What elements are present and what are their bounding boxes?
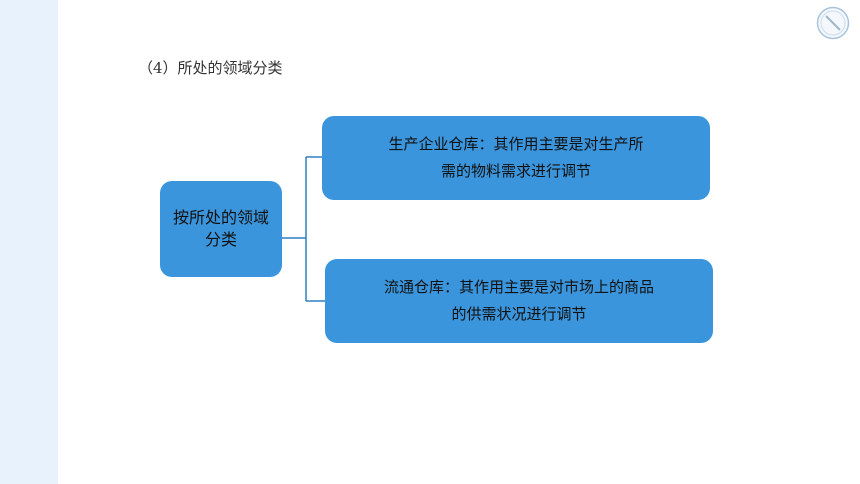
branch-node-production-warehouse: 生产企业仓库：其作用主要是对生产所 需的物料需求进行调节 <box>322 116 710 200</box>
circle-slash-logo-icon <box>816 6 850 40</box>
branch-node-2-line-1: 流通仓库：其作用主要是对市场上的商品 <box>383 278 654 296</box>
root-node-line-1: 按所处的领域 <box>172 208 269 227</box>
left-side-strip <box>0 0 58 484</box>
branch-node-circulation-warehouse: 流通仓库：其作用主要是对市场上的商品 的供需状况进行调节 <box>325 259 713 343</box>
root-node: 按所处的领域 分类 <box>160 181 282 277</box>
section-heading: （4）所处的领域分类 <box>138 59 283 77</box>
branch-node-1-line-2: 需的物料需求进行调节 <box>440 162 591 180</box>
root-node-line-2: 分类 <box>204 230 237 249</box>
branch-node-2-line-2: 的供需状况进行调节 <box>451 305 587 323</box>
branch-node-1-line-1: 生产企业仓库：其作用主要是对生产所 <box>388 135 644 153</box>
